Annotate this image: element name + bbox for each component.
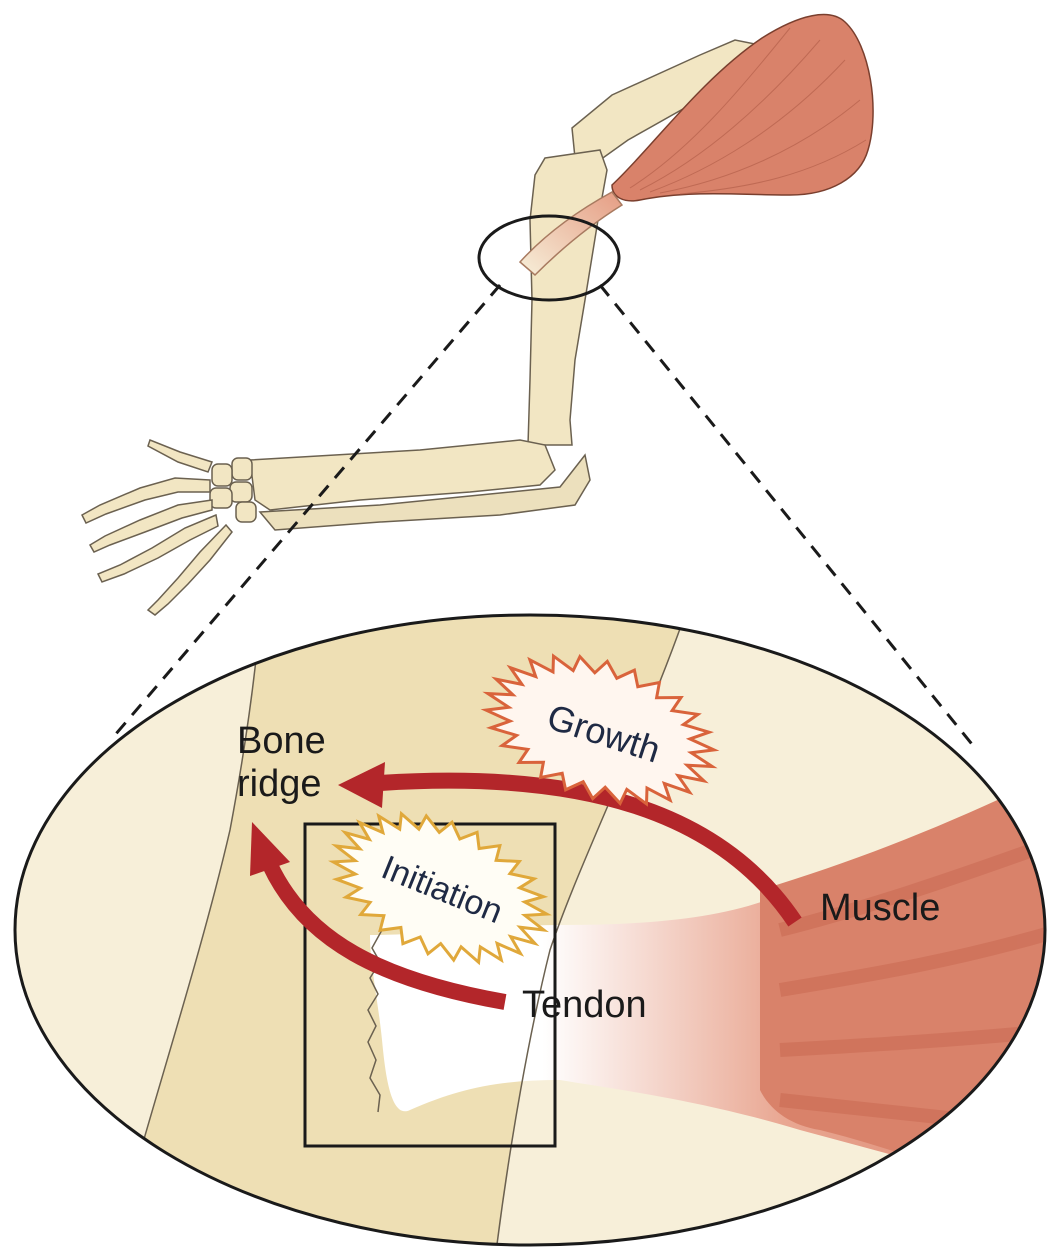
- wrist-carpals: [210, 458, 256, 522]
- tendon-label: Tendon: [522, 984, 647, 1026]
- bone-ridge-label-line2: ridge: [237, 763, 322, 805]
- finger-bones: [82, 440, 232, 615]
- muscle-label: Muscle: [820, 887, 940, 929]
- bone-ridge-label-line1: Bone: [237, 720, 326, 762]
- arm-skeleton-illustration: [82, 15, 873, 615]
